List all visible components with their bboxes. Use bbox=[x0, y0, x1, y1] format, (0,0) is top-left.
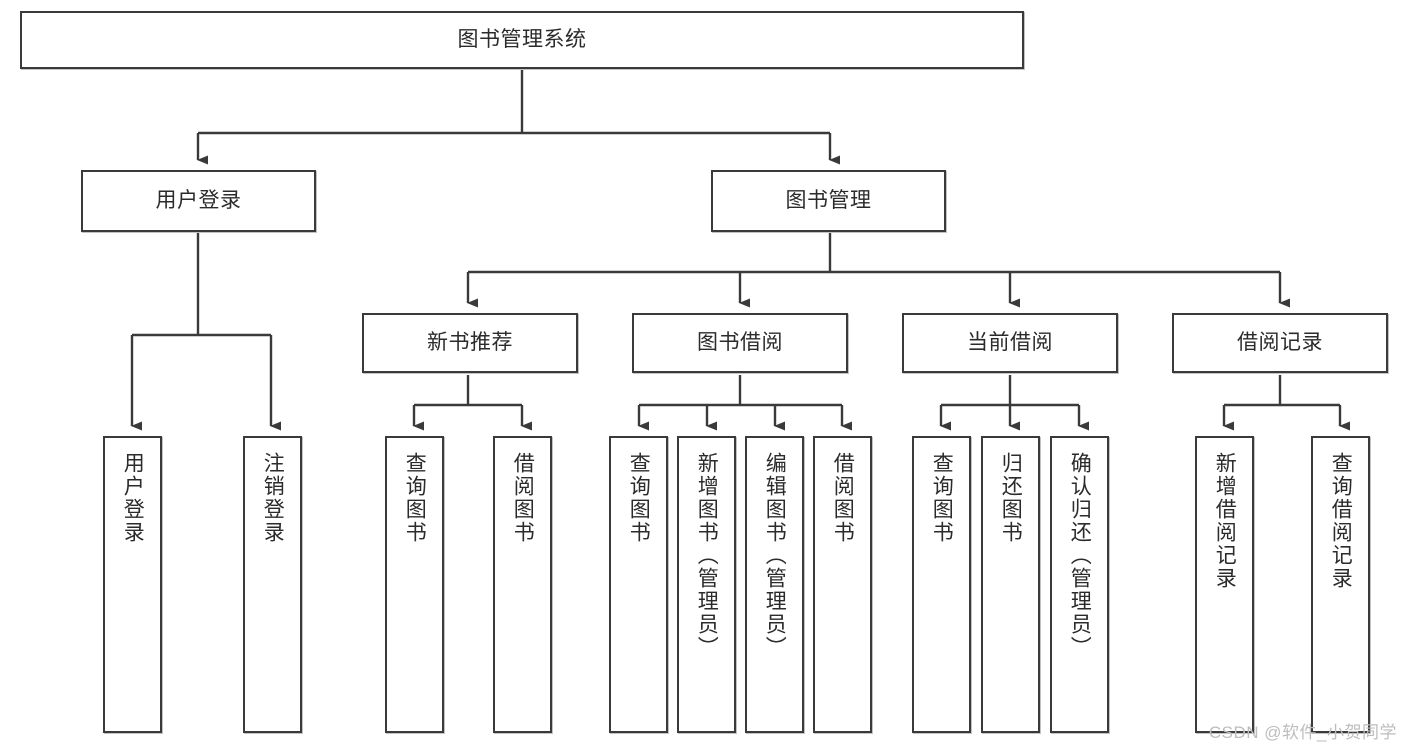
node-label: 查询图书 bbox=[930, 452, 954, 544]
node-book-borrow[interactable]: 图书借阅 bbox=[632, 313, 848, 373]
node-label: 借阅记录 bbox=[1237, 330, 1323, 354]
node-label: 归还图书 bbox=[999, 452, 1023, 544]
node-label: 注销登录 bbox=[261, 452, 285, 544]
node-label: 用户登录 bbox=[121, 452, 145, 544]
node-leaf-return-book[interactable]: 归还图书 bbox=[981, 436, 1040, 733]
node-book-management[interactable]: 图书管理 bbox=[711, 170, 946, 232]
node-borrow-record[interactable]: 借阅记录 bbox=[1172, 313, 1388, 373]
node-label: 借阅图书 bbox=[511, 452, 535, 544]
node-label: 新书推荐 bbox=[427, 330, 513, 354]
node-label: 用户登录 bbox=[155, 188, 242, 212]
node-label: 确认归还（管理员） bbox=[1068, 452, 1092, 659]
node-label: 新增图书（管理员） bbox=[695, 452, 719, 659]
node-leaf-user-login[interactable]: 用户登录 bbox=[103, 436, 162, 733]
node-leaf-query-book-2[interactable]: 查询图书 bbox=[609, 436, 668, 733]
node-label: 当前借阅 bbox=[967, 330, 1053, 354]
node-system-title[interactable]: 图书管理系统 bbox=[20, 11, 1024, 69]
node-current-borrow[interactable]: 当前借阅 bbox=[902, 313, 1118, 373]
node-leaf-confirm-return[interactable]: 确认归还（管理员） bbox=[1050, 436, 1109, 733]
node-user-login[interactable]: 用户登录 bbox=[81, 170, 316, 232]
node-leaf-query-book-3[interactable]: 查询图书 bbox=[912, 436, 971, 733]
node-label: 查询图书 bbox=[627, 452, 651, 544]
node-leaf-add-book[interactable]: 新增图书（管理员） bbox=[677, 436, 736, 733]
node-leaf-edit-book[interactable]: 编辑图书（管理员） bbox=[745, 436, 804, 733]
node-label: 图书管理系统 bbox=[457, 27, 587, 51]
node-label: 借阅图书 bbox=[831, 452, 855, 544]
node-label: 新增借阅记录 bbox=[1213, 452, 1237, 590]
node-label: 编辑图书（管理员） bbox=[763, 452, 787, 659]
node-label: 图书借阅 bbox=[697, 330, 783, 354]
node-leaf-borrow-book-2[interactable]: 借阅图书 bbox=[813, 436, 872, 733]
node-leaf-query-record[interactable]: 查询借阅记录 bbox=[1311, 436, 1370, 733]
csdn-watermark: CSDN @软件_小贺同学 bbox=[1208, 723, 1397, 742]
node-new-book-recommend[interactable]: 新书推荐 bbox=[362, 313, 578, 373]
node-leaf-logout-login[interactable]: 注销登录 bbox=[243, 436, 302, 733]
node-label: 图书管理 bbox=[785, 188, 872, 212]
node-leaf-query-book-1[interactable]: 查询图书 bbox=[385, 436, 444, 733]
node-label: 查询借阅记录 bbox=[1329, 452, 1353, 590]
node-leaf-borrow-book-1[interactable]: 借阅图书 bbox=[493, 436, 552, 733]
node-leaf-add-record[interactable]: 新增借阅记录 bbox=[1195, 436, 1254, 733]
node-label: 查询图书 bbox=[403, 452, 427, 544]
